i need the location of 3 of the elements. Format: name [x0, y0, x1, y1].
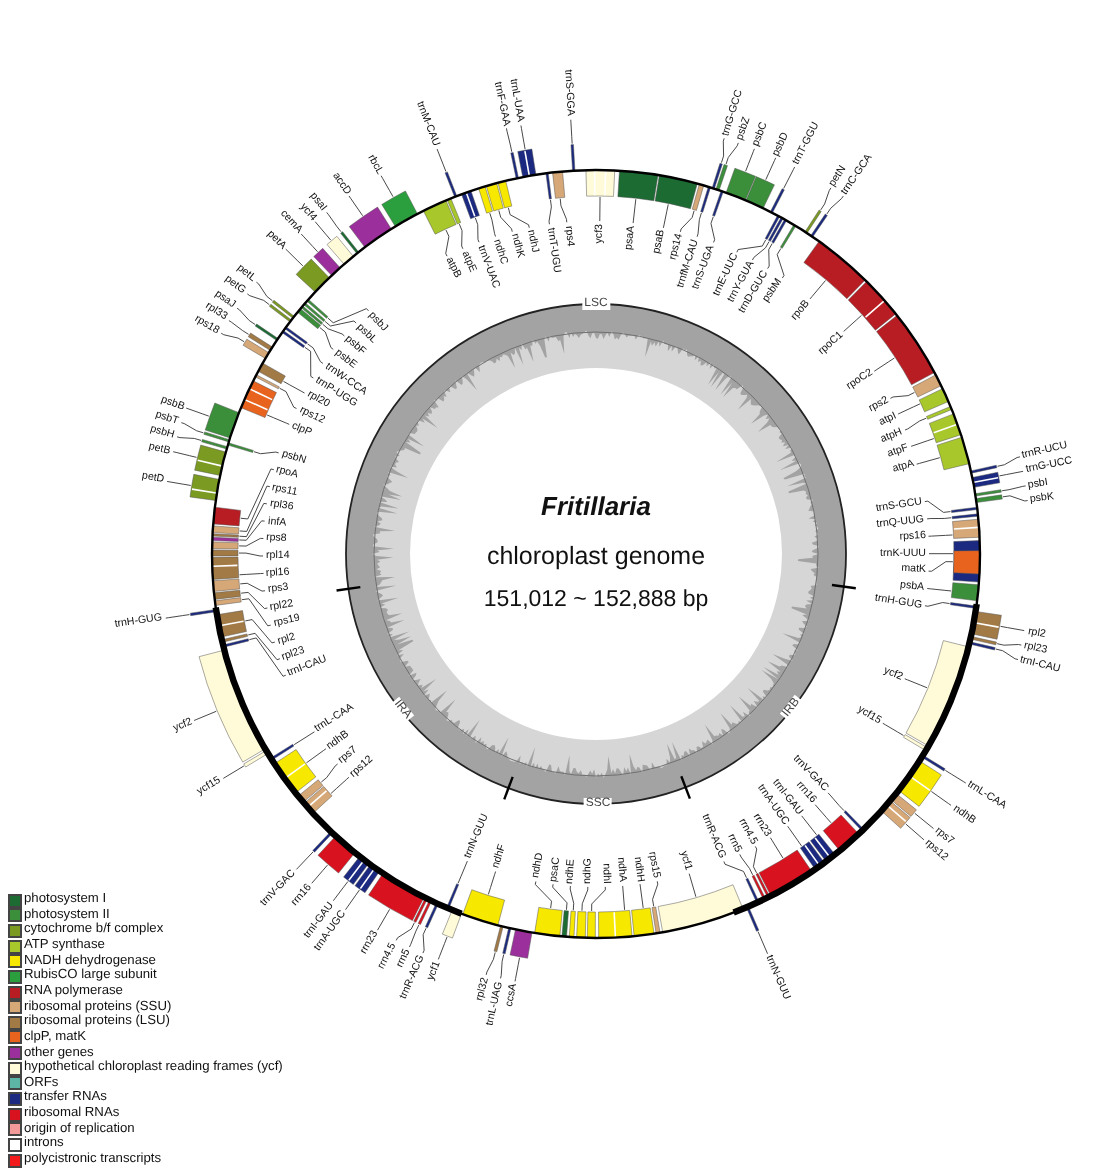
genome-size-label: 151,012 ~ 152,888 bp: [483, 588, 709, 612]
genome-title: chloroplast genome: [486, 542, 706, 570]
genus-name: Fritillaria: [541, 491, 651, 521]
